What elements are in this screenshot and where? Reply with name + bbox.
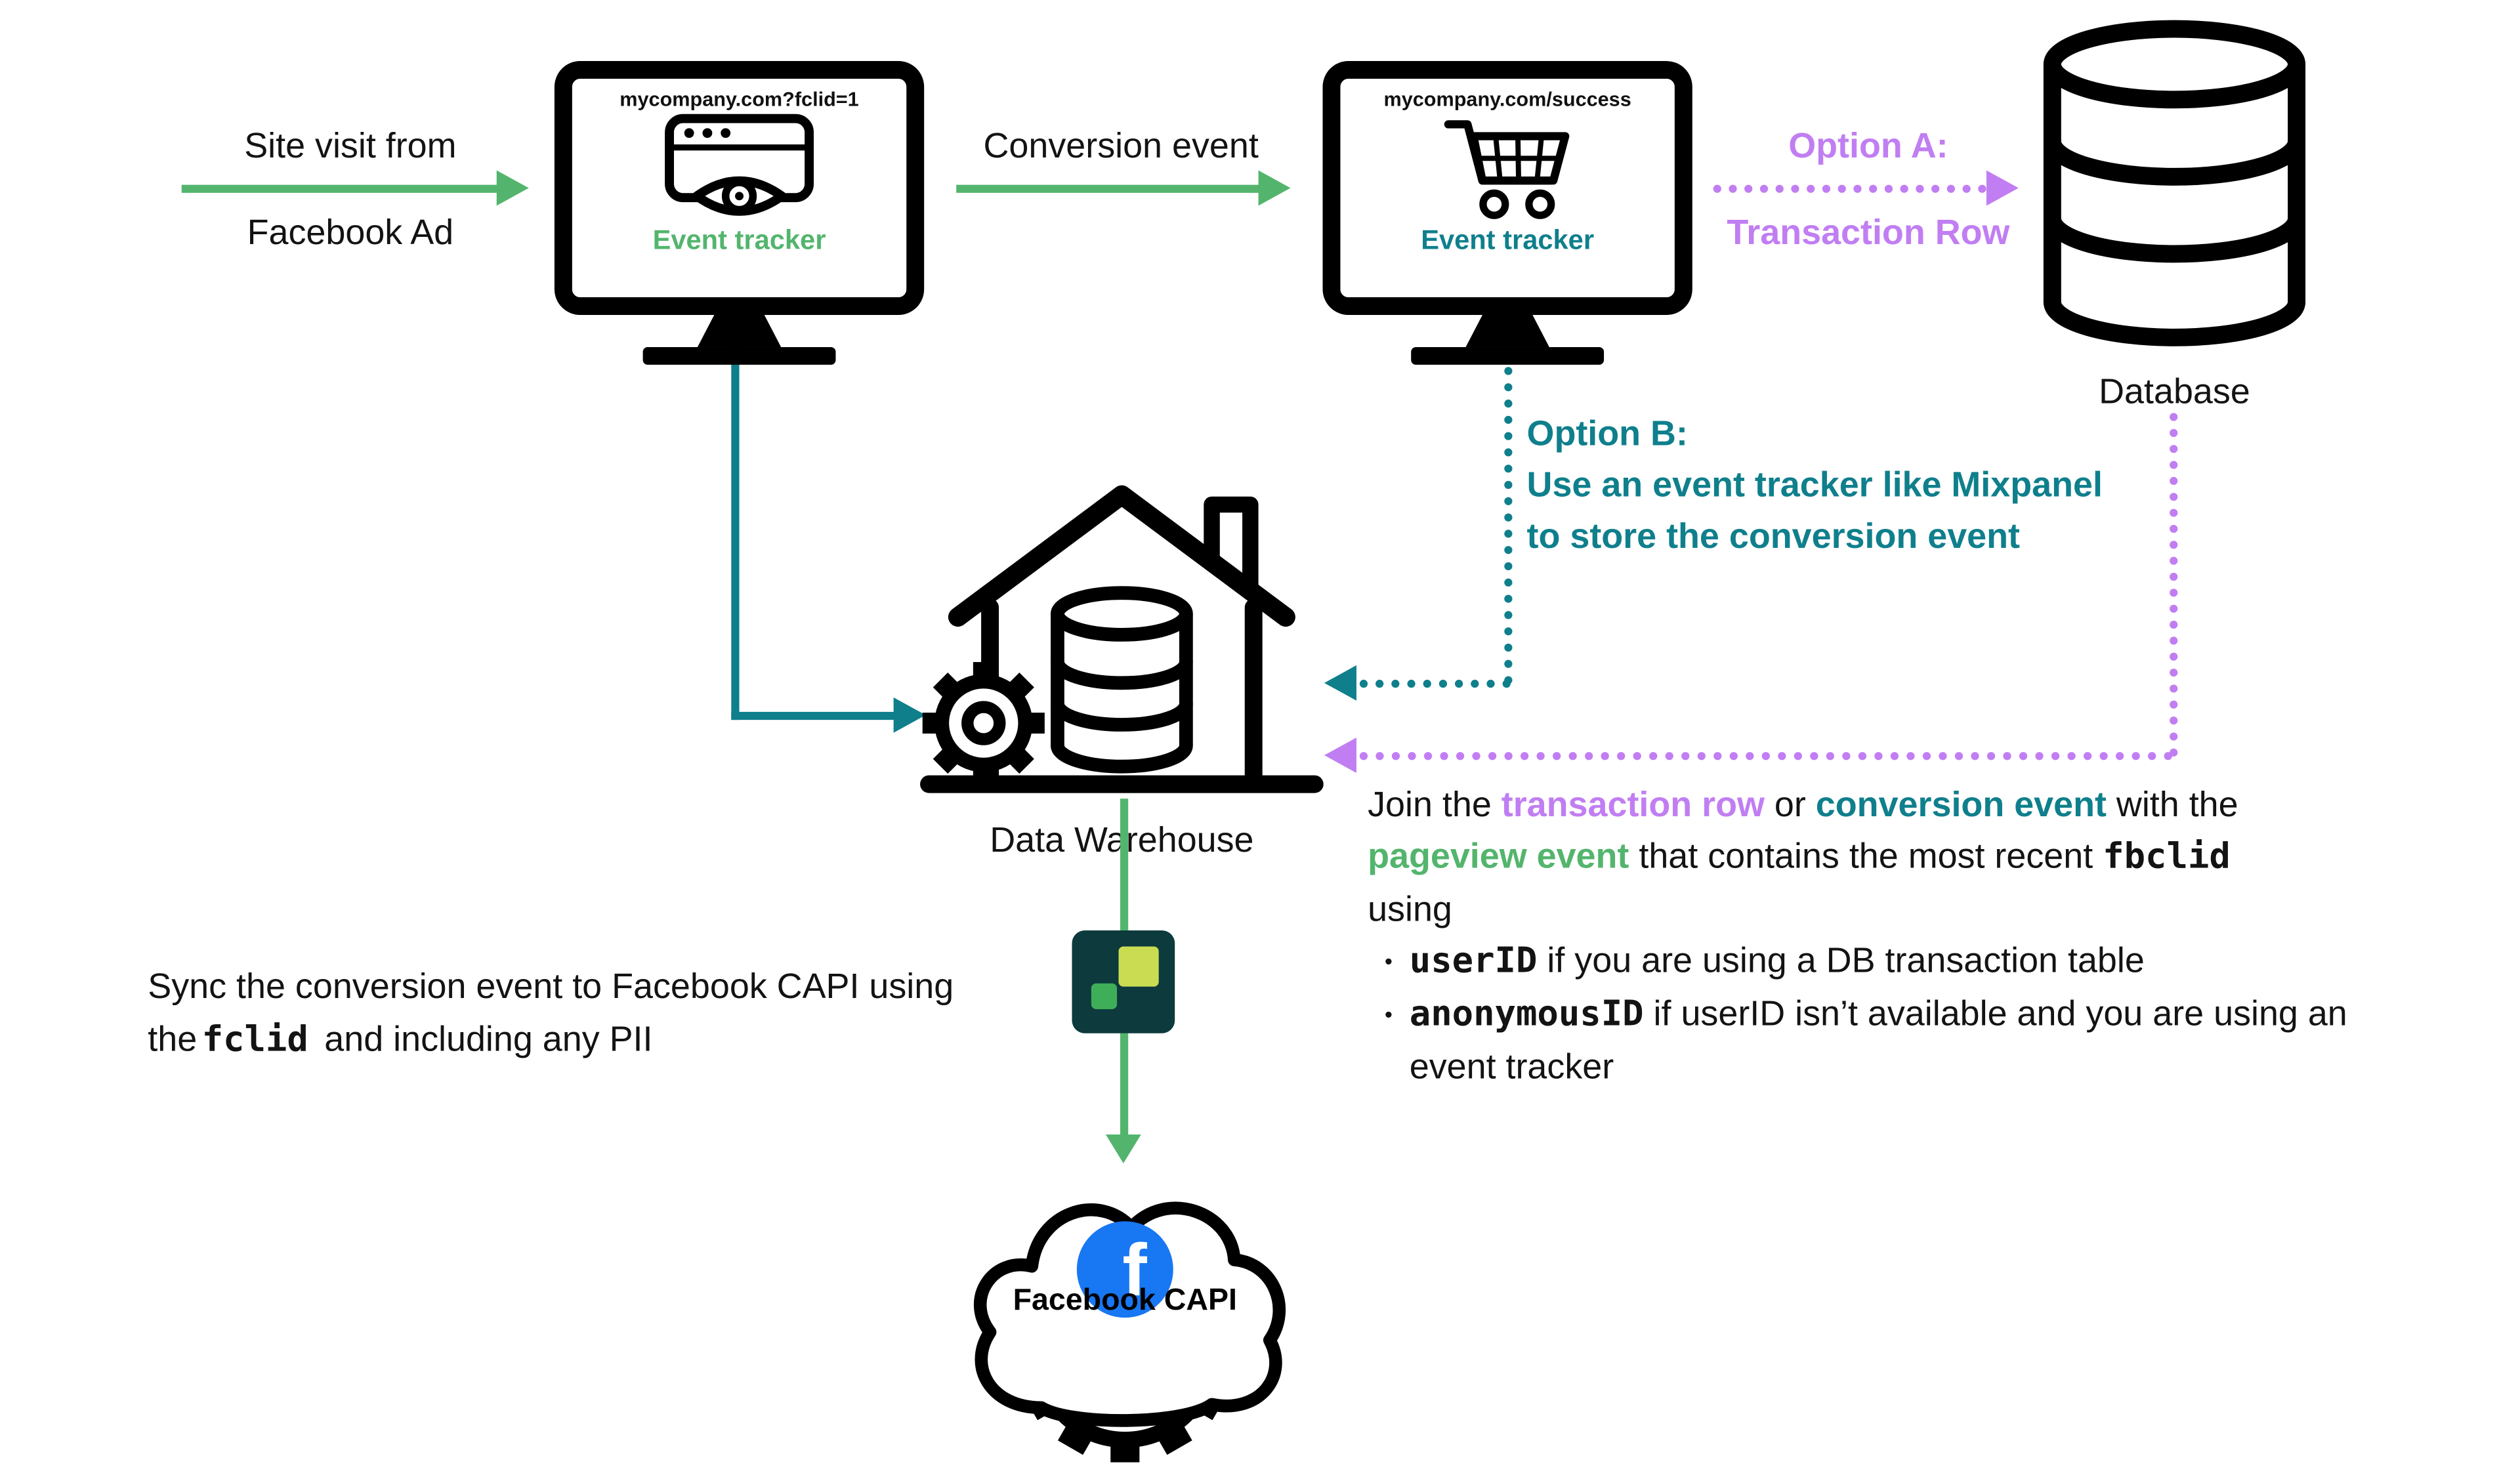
- join-note-bullet-anonymousid: • anonymousID if userID isn’t available …: [1368, 988, 2361, 1092]
- database-label: Database: [2099, 371, 2250, 411]
- monitor-pageview: mycompany.com?fclid=1 Event tracker: [554, 61, 925, 365]
- monitor-screen: mycompany.com/success Event tracker: [1322, 61, 1692, 316]
- conversion-event-label: Conversion event: [983, 125, 1259, 166]
- site-visit-arrow-line: [181, 184, 500, 193]
- join-note-sentence: Join the transaction row or conversion e…: [1368, 784, 2238, 878]
- pageview-flow-line-vertical: [731, 318, 740, 720]
- facebook-logo-icon: [1076, 1221, 1173, 1318]
- monitor2-tracker-label: Event tracker: [1421, 224, 1595, 256]
- option-b-line2: Use an event tracker like Mixpanel: [1526, 464, 2103, 505]
- conversion-event-highlight: conversion event: [1815, 784, 2107, 825]
- gear-icon: [922, 661, 1045, 785]
- conversion-arrow-line: [956, 184, 1262, 193]
- conversion-arrowhead-icon: [1258, 170, 1291, 206]
- monitor-conversion: mycompany.com/success Event tracker: [1322, 61, 1692, 365]
- monitor-base: [1411, 346, 1605, 365]
- sync-tool-icon-lime-square: [1118, 946, 1159, 987]
- monitor1-tracker-label: Event tracker: [652, 224, 826, 256]
- userid-code: userID: [1409, 942, 1538, 982]
- monitor-base: [642, 346, 836, 365]
- sync-tool-icon: [1072, 930, 1175, 1033]
- pageview-event-highlight: pageview event: [1368, 835, 1629, 876]
- option-a-label-bottom: Transaction Row: [1727, 212, 2010, 253]
- option-b-dotted-vertical: [1504, 318, 1513, 685]
- transaction-dotted-horizontal: [1359, 752, 2174, 760]
- bullet-icon: •: [1384, 1001, 1393, 1027]
- join-note-using: using: [1368, 888, 1452, 929]
- join-note: Join the transaction row or conversion e…: [1368, 780, 2361, 1093]
- pageview-flow-arrowhead-icon: [893, 697, 926, 733]
- transaction-dotted-vertical: [2170, 413, 2178, 757]
- shopping-cart-icon: [1444, 120, 1570, 219]
- sync-note: Sync the conversion event to Facebook CA…: [148, 965, 954, 1061]
- site-visit-arrowhead-icon: [496, 170, 529, 206]
- option-a-dotted-line: [1713, 184, 1986, 193]
- fbclid-code: fbclid: [2103, 837, 2231, 878]
- site-visit-label-top: Site visit from: [244, 125, 457, 166]
- option-b-arrowhead-icon: [1324, 665, 1356, 701]
- transaction-arrowhead-icon: [1324, 738, 1356, 773]
- site-visit-label-bottom: Facebook Ad: [247, 212, 454, 253]
- facebook-capi-label: Facebook CAPI: [1013, 1283, 1237, 1318]
- option-b-line3: to store the conversion event: [1526, 516, 2021, 556]
- option-a-label-top: Option A:: [1788, 125, 1948, 166]
- sync-tool-icon-green-square: [1091, 983, 1118, 1009]
- data-warehouse-icon: [920, 485, 1324, 793]
- monitor-screen: mycompany.com?fclid=1 Event tracker: [554, 61, 925, 316]
- bullet-icon: •: [1384, 947, 1393, 974]
- option-b-line1: Option B:: [1526, 413, 1688, 453]
- sync-flow-arrowhead-icon: [1105, 1134, 1141, 1164]
- monitor2-url: mycompany.com/success: [1383, 88, 1631, 111]
- database-icon: [2043, 20, 2306, 346]
- transaction-row-highlight: transaction row: [1501, 784, 1765, 825]
- option-a-arrowhead-icon: [1986, 170, 2019, 206]
- sync-flow-line-2: [1120, 1033, 1129, 1138]
- facebook-capi-icon: f: [973, 1201, 1286, 1463]
- pageview-flow-line-horizontal: [731, 711, 897, 720]
- sync-flow-line-1: [1120, 799, 1129, 932]
- monitor-stand: [1465, 315, 1549, 347]
- anonymousid-code: anonymousID: [1409, 994, 1644, 1035]
- browser-eye-icon: [665, 114, 814, 216]
- monitor1-url: mycompany.com?fclid=1: [620, 88, 859, 111]
- join-note-bullet-userid: • userID if you are using a DB transacti…: [1368, 935, 2361, 988]
- svg-text:f: f: [1122, 1228, 1147, 1311]
- option-b-dotted-horizontal: [1359, 679, 1511, 688]
- monitor-stand: [697, 315, 782, 347]
